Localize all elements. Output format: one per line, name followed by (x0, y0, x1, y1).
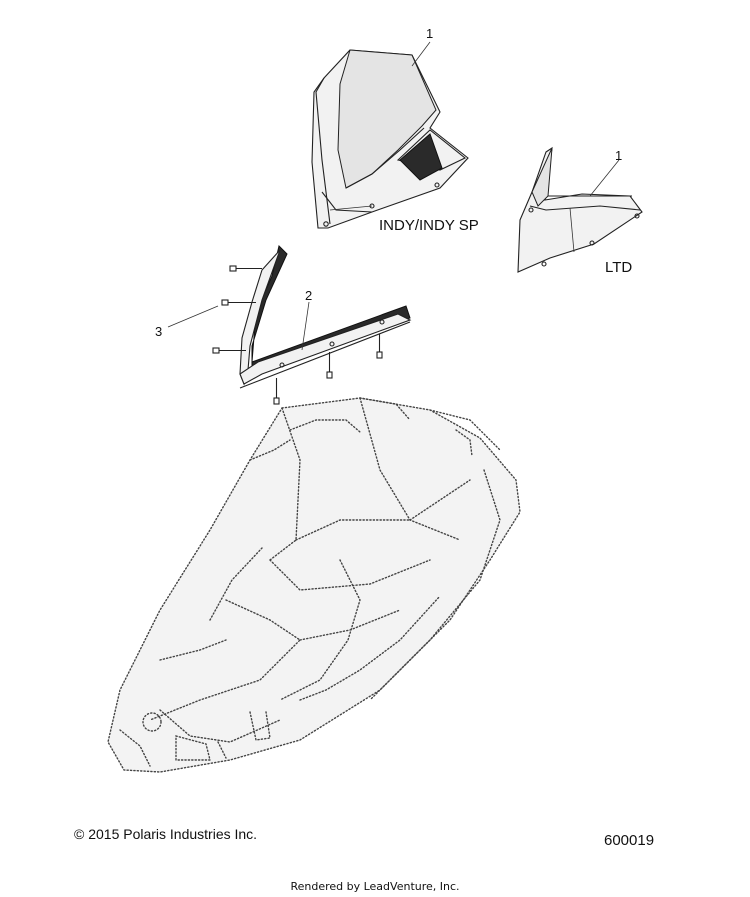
variant-label-ltd: LTD (605, 259, 632, 276)
variant-label-indy: INDY/INDY SP (379, 217, 479, 234)
callout-1-indy: 1 (426, 26, 433, 41)
rendered-by-credit: Rendered by LeadVenture, Inc. (290, 880, 460, 893)
callout-3: 3 (155, 324, 162, 339)
screws-part[interactable] (212, 265, 383, 405)
trim-seal-part[interactable] (239, 245, 412, 389)
callout-1-ltd: 1 (615, 148, 622, 163)
callout-2: 2 (305, 288, 312, 303)
diagram-number: 600019 (604, 832, 655, 849)
windshield-indy-part[interactable] (311, 49, 469, 229)
screw-3 (212, 347, 246, 354)
screw-2 (221, 299, 256, 306)
screw-5 (326, 352, 333, 379)
screw-4 (273, 378, 280, 405)
screw-1 (229, 265, 262, 272)
screw-6 (376, 334, 383, 359)
copyright-notice: © 2015 Polaris Industries Inc. (74, 826, 258, 842)
hood-body-reference (107, 397, 521, 773)
windshield-ltd-part[interactable] (517, 146, 643, 273)
leader-lines (167, 41, 620, 351)
